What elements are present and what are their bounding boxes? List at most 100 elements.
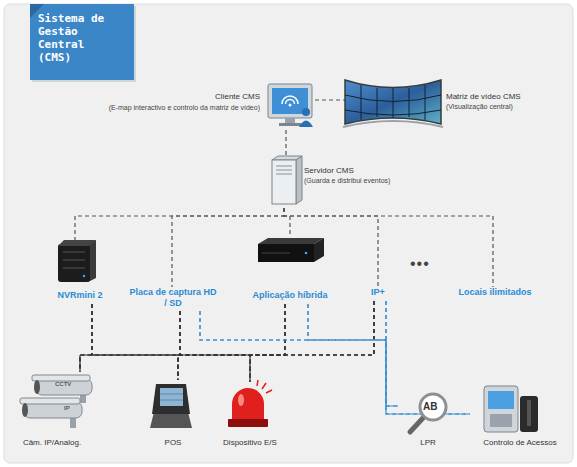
device-node: LPR (398, 392, 458, 452)
pos-screen (160, 388, 183, 406)
monitor-stand (285, 118, 295, 123)
nvr-bay (63, 252, 85, 253)
free-label: AB (423, 402, 437, 412)
node-label: LPR (398, 438, 458, 448)
access-control-icon (484, 386, 538, 432)
hybrid-appliance-icon (258, 238, 324, 262)
dashed-connector (92, 304, 178, 380)
dashed-connector (80, 304, 285, 372)
dashed-connector (80, 301, 374, 372)
appliance-front (258, 244, 314, 262)
magnifier-lens (420, 394, 446, 420)
monitor-frame (268, 84, 312, 118)
beacon-dome (232, 388, 264, 420)
node-label: Controlo de Acessos (470, 438, 570, 448)
beacon-spark (257, 380, 258, 386)
background-panel (4, 4, 573, 463)
dashed-connector (250, 304, 285, 382)
card-reader (520, 396, 538, 432)
beacon-spark (266, 390, 272, 393)
appliance-top (258, 238, 324, 244)
access-keypad (490, 414, 512, 427)
node-label: NVRmini 2 (40, 290, 120, 301)
dashed-connector (75, 208, 284, 240)
device-node: Servidor CMS(Guarda e distribui eventos) (268, 156, 418, 208)
node-label: Locais ilimitados (440, 287, 550, 298)
device-node: IP+ (360, 287, 396, 301)
nvr-icon (58, 240, 96, 282)
nvr-bay (63, 260, 85, 261)
beacon-base (228, 419, 268, 427)
title-box (30, 4, 134, 80)
dashed-connector (315, 99, 345, 100)
dashed-connector (178, 304, 285, 380)
camera-icon (20, 375, 92, 428)
pos-screen-line (160, 400, 183, 401)
node-label: Aplicação híbrida (240, 290, 340, 301)
beacon-highlight (238, 394, 244, 406)
free-label: ••• (410, 256, 430, 272)
device-node: Câm. IP/Analog. (4, 372, 100, 452)
dashed-connector (250, 301, 374, 382)
dashed-connector (92, 304, 250, 382)
wall-grid (393, 88, 394, 118)
dashed-connector (200, 311, 398, 406)
access-panel (484, 386, 518, 432)
device-node: NVRmini 2 (40, 240, 120, 304)
video-wall-icon (343, 80, 443, 127)
pos-base (150, 412, 192, 428)
wall-grid (425, 85, 426, 120)
beacon-spark (262, 383, 266, 389)
monitor-base (279, 123, 301, 126)
server-slot (276, 166, 292, 167)
io-device-icon (228, 380, 272, 427)
device-node: Aplicação híbrida (240, 236, 340, 304)
nvr-body (58, 244, 90, 282)
node-label: (Visualização central) (446, 103, 556, 111)
appliance-detail (262, 253, 290, 254)
node-label: Servidor CMS (304, 166, 418, 176)
camera-hood (32, 375, 90, 381)
camera-lens (34, 380, 40, 394)
video-wall (345, 80, 441, 124)
wall-floor (343, 121, 443, 127)
node-label: Cliente CMS (60, 92, 260, 102)
node-label: Placa de captura HD / SD (128, 287, 218, 309)
node-label: Matriz de vídeo CMS (446, 92, 556, 102)
device-node: Dispositivo E/S (205, 382, 295, 452)
dashed-connector (308, 304, 398, 406)
wall-grid (361, 85, 362, 120)
title-text: Sistema de Gestão Central (CMS) (38, 12, 110, 64)
appliance-side (314, 238, 324, 262)
dashed-connector (180, 311, 250, 382)
device-node: Controlo de Acessos (470, 382, 570, 452)
device-node: POS (150, 380, 196, 452)
device-node: Matriz de vídeo CMS(Visualização central… (345, 75, 557, 130)
wifi-dot (289, 104, 292, 107)
free-label: CCTV (55, 381, 71, 387)
nvr-top (58, 240, 96, 246)
card-slot (527, 400, 531, 426)
magnifier-handle (410, 418, 423, 432)
dashed-connector (284, 208, 493, 287)
dashed-connector (308, 304, 470, 414)
dashed-connector (80, 311, 180, 372)
device-node: Cliente CMS(E-map interactivo e controlo… (60, 80, 315, 130)
node-label: IP+ (360, 287, 396, 298)
node-label: Câm. IP/Analog. (4, 438, 100, 448)
dashed-connector (284, 208, 290, 236)
wall-grid (377, 88, 378, 117)
pos-panel (152, 384, 190, 414)
server-front (272, 160, 296, 204)
nvr-bay (63, 268, 85, 269)
client-monitor-icon (268, 84, 313, 127)
camera-lens (22, 403, 28, 417)
camera-hood (20, 398, 80, 404)
free-label: IP (64, 405, 70, 411)
wifi-arc (286, 100, 295, 104)
dashed-connector (285, 130, 286, 156)
pos-icon (150, 384, 192, 428)
